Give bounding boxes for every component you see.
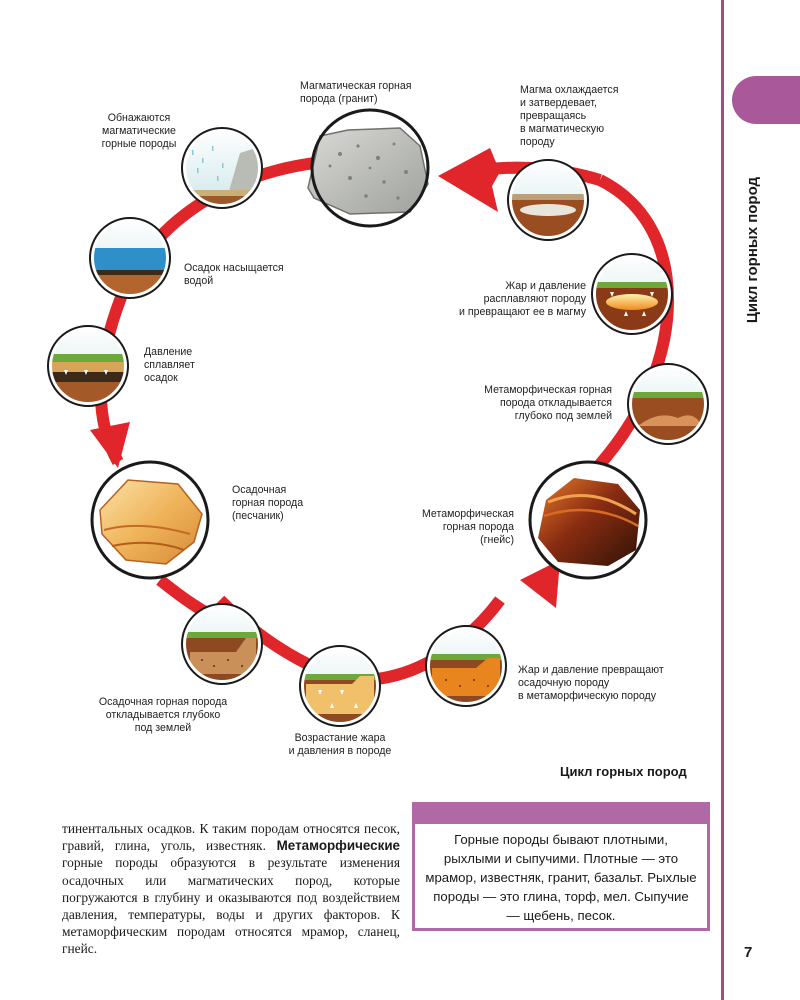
stage-gneiss-icon	[528, 460, 648, 580]
stage-granite-icon	[307, 108, 430, 228]
label-line: осадок	[144, 372, 178, 384]
label-line: магматические	[102, 125, 176, 137]
stage-cooling-icon	[507, 159, 589, 241]
label-line: порода откладывается	[499, 397, 612, 409]
label-meta-deep: Метаморфическая горная порода откладывае…	[456, 384, 612, 423]
figure-caption: Цикл горных пород	[560, 764, 687, 779]
page-number: 7	[744, 944, 753, 961]
label-pressure: Давление сплавляет осадок	[144, 346, 234, 385]
label-line: порода (гранит)	[300, 93, 378, 105]
stage-transform-icon	[425, 625, 507, 707]
label-line: Магматическая горная	[300, 80, 412, 92]
stage-water-icon	[89, 217, 171, 299]
label-melt: Жар и давление расплавляют породу и прев…	[430, 280, 586, 319]
label-transform: Жар и давление превращают осадочную поро…	[518, 664, 708, 703]
label-line: превращаясь	[520, 110, 587, 122]
rock-cycle-diagram	[47, 108, 709, 727]
label-line: породу	[520, 136, 555, 148]
label-metamorphic: Метаморфическая горная порода (гнейс)	[400, 508, 514, 547]
info-box-body: Горные породы бывают плотными, рыхлыми и…	[412, 824, 710, 931]
label-line: Осадок насыщается	[184, 262, 284, 274]
label-line: осадочную породу	[518, 677, 610, 689]
label-sed-deep: Осадочная горная порода откладывается гл…	[78, 696, 248, 735]
label-line: и превращают ее в магму	[459, 306, 586, 318]
label-line: горная порода	[232, 497, 304, 509]
label-line: Возрастание жара	[294, 732, 386, 744]
running-title-text: Цикл горных пород	[744, 176, 761, 324]
label-line: Осадочная горная порода	[98, 696, 228, 708]
label-line: Обнажаются	[107, 112, 171, 124]
arrow-head-to-granite	[438, 148, 500, 212]
stage-meta-deep-icon	[627, 363, 709, 445]
label-line: глубоко под землей	[514, 410, 612, 422]
label-igneous: Магматическая горная порода (гранит)	[300, 80, 430, 106]
label-line: Метаморфическая	[421, 508, 514, 520]
arrow-head-to-gneiss	[520, 560, 560, 608]
margin-rule	[721, 0, 724, 1000]
label-line: (гнейс)	[480, 534, 514, 546]
label-line: Метаморфическая горная	[484, 384, 612, 396]
label-line: под землей	[134, 722, 192, 734]
label-line: сплавляет	[144, 359, 195, 371]
label-line: Магма охлаждается	[520, 84, 619, 96]
chapter-tab	[732, 76, 800, 124]
running-title: Цикл горных пород	[739, 130, 767, 370]
label-heat-rise: Возрастание жара и давления в породе	[270, 732, 410, 758]
stage-sed-deep-icon	[181, 603, 263, 685]
label-water: Осадок насыщается водой	[184, 262, 314, 288]
label-line: и давления в породе	[288, 745, 392, 757]
body-paragraph: тинентальных осадков. К таким породам от…	[62, 820, 400, 958]
label-line: Осадочная	[232, 484, 287, 496]
label-line: горная порода	[442, 521, 514, 533]
info-box-text: Горные породы бывают плотными, рыхлыми и…	[425, 832, 697, 923]
stage-melting-icon	[591, 253, 673, 335]
stage-pressure-icon	[47, 325, 129, 407]
label-line: и затвердевает,	[520, 97, 597, 109]
arrow-head-to-sandstone	[90, 422, 130, 468]
label-line: водой	[184, 275, 214, 287]
label-line: Жар и давление	[505, 280, 586, 292]
body-text-bold: Метаморфические	[276, 838, 400, 854]
label-line: (песчаник)	[232, 510, 284, 522]
label-line: горные породы	[101, 138, 177, 150]
body-text-part: тинентальных осадков. К таким породам от…	[62, 821, 400, 854]
label-line: в метаморфическую породу	[518, 690, 657, 702]
label-sedimentary: Осадочная горная порода (песчаник)	[232, 484, 342, 523]
label-magma-cools: Магма охлаждается и затвердевает, превра…	[520, 84, 650, 149]
info-box: Горные породы бывают плотными, рыхлыми и…	[412, 802, 710, 931]
label-line: расплавляют породу	[483, 293, 586, 305]
stage-sandstone-icon	[90, 460, 210, 580]
label-line: Давление	[144, 346, 193, 358]
label-line: Жар и давление превращают	[518, 664, 664, 676]
label-exposed: Обнажаются магматические горные породы	[84, 112, 194, 151]
body-text-part: горные породы образуются в результате из…	[62, 855, 400, 957]
label-line: в магматическую	[520, 123, 605, 135]
stage-exposed-icon	[181, 127, 263, 209]
stage-heat-rise-icon	[299, 645, 381, 727]
label-line: откладывается глубоко	[105, 709, 221, 721]
info-box-header	[412, 802, 710, 824]
